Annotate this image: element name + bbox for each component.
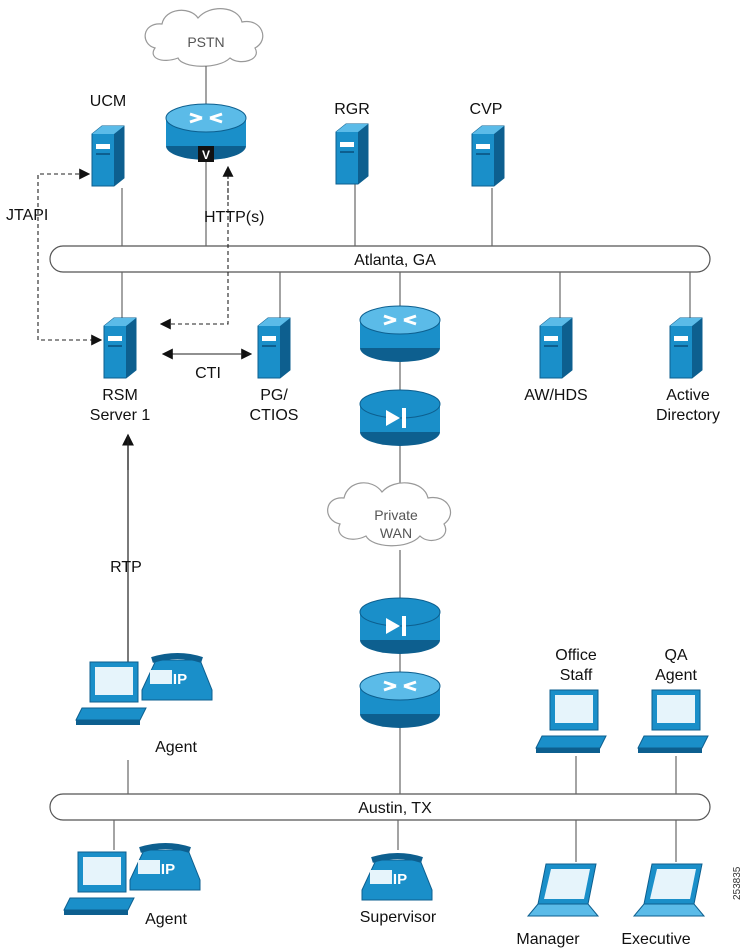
ad-label-line1: Active xyxy=(666,387,710,404)
pstn-label: PSTN xyxy=(187,34,224,50)
austin-wan-router xyxy=(358,670,442,730)
qa-label-line2: Agent xyxy=(655,667,697,684)
austin-vpn-concentrator xyxy=(359,597,441,655)
executive-laptop: Executive xyxy=(621,863,705,948)
active-directory-server: Active Directory xyxy=(656,317,720,424)
agent-bottom-label: Agent xyxy=(145,911,187,928)
office-label-line1: Office xyxy=(555,647,597,664)
jtapi-label: JTAPI xyxy=(6,207,48,224)
ucm-label: UCM xyxy=(90,93,126,110)
supervisor-label: Supervisor xyxy=(360,909,437,926)
pg-label-line1: PG/ xyxy=(260,387,288,404)
agent-workstation-top: IP Agent xyxy=(75,656,212,756)
ad-label-line2: Directory xyxy=(656,407,720,424)
qa-label-line1: QA xyxy=(664,647,687,664)
austin-segment xyxy=(49,793,711,821)
http-link: HTTP(s) xyxy=(159,165,264,330)
cti-label: CTI xyxy=(195,365,221,382)
office-staff-workstation: Office Staff xyxy=(535,647,607,754)
aw-hds-server: AW/HDS xyxy=(524,317,588,404)
rsm-server: RSM Server 1 xyxy=(90,317,151,424)
pstn-cloud: PSTN xyxy=(144,8,264,67)
atlanta-wan-router xyxy=(358,304,442,364)
supervisor-phone: IP Supervisor xyxy=(360,856,437,926)
atlanta-segment xyxy=(49,245,711,273)
executive-label: Executive xyxy=(621,931,690,948)
private-wan-cloud: Private WAN xyxy=(327,482,451,547)
cti-link: CTI xyxy=(161,348,253,382)
manager-label: Manager xyxy=(516,931,580,948)
voice-gateway-router: V xyxy=(164,102,248,162)
pg-label-line2: CTIOS xyxy=(250,407,299,424)
aw-label: AW/HDS xyxy=(524,387,587,404)
jtapi-link: JTAPI xyxy=(6,168,103,346)
agent-bottom-ip-tag: IP xyxy=(161,861,175,878)
gateway-tag: V xyxy=(202,148,210,162)
atlanta-vpn-concentrator xyxy=(359,389,441,447)
rtp-label: RTP xyxy=(110,559,142,576)
qa-agent-workstation: QA Agent xyxy=(637,647,709,754)
http-label: HTTP(s) xyxy=(204,209,264,226)
atlanta-label: Atlanta, GA xyxy=(354,252,436,269)
ucm-server: UCM xyxy=(90,93,126,187)
agent-workstation-bottom: IP Agent xyxy=(63,846,200,928)
austin-links xyxy=(113,728,677,862)
private-wan-label-line2: WAN xyxy=(380,525,412,541)
rsm-label-line1: RSM xyxy=(102,387,138,404)
rgr-server: RGR xyxy=(334,101,370,185)
office-label-line2: Staff xyxy=(560,667,593,684)
agent-top-ip-tag: IP xyxy=(173,671,187,688)
rsm-label-line2: Server 1 xyxy=(90,407,151,424)
figure-id: 253835 xyxy=(732,866,743,900)
austin-label: Austin, TX xyxy=(358,800,432,817)
rgr-label: RGR xyxy=(334,101,370,118)
cvp-server: CVP xyxy=(470,101,505,187)
private-wan-label-line1: Private xyxy=(374,507,418,523)
supervisor-ip-tag: IP xyxy=(393,871,407,888)
atlanta-links xyxy=(121,160,691,672)
rtp-link: RTP xyxy=(110,433,142,679)
cvp-label: CVP xyxy=(470,101,503,118)
pg-ctios-server: PG/ CTIOS xyxy=(250,317,299,424)
manager-laptop: Manager xyxy=(516,863,599,948)
agent-top-label: Agent xyxy=(155,739,197,756)
